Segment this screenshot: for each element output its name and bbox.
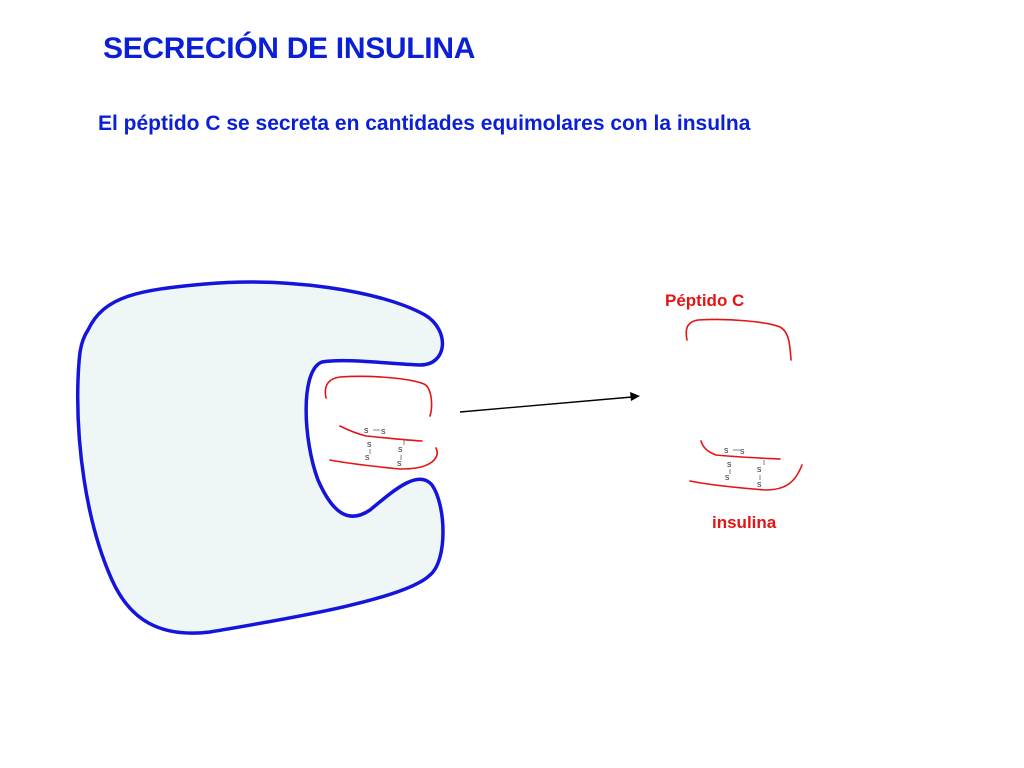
released-sulfur-3: s [727,459,732,469]
released-sulfur-1: s [724,445,729,455]
released-sulfur-6: s [757,479,762,489]
released-sulfur-4: s [725,472,730,482]
page-title: SECRECIÓN DE INSULINA [103,32,476,65]
cell-sulfur-3: s [367,439,372,449]
page-subtitle: El péptido C se secreta en cantidades eq… [98,112,751,135]
released-sulfur-5: s [757,464,762,474]
released-insulin-b-chain [689,464,803,491]
cell-insulin-b-chain [329,447,438,470]
cell-sulfur-6: s [397,458,402,468]
cell-sulfur-1: s [364,425,369,435]
cell-disulfide-bonds: s s s s s s [364,425,405,468]
cell-sulfur-2: s [381,426,386,436]
insulin-label: insulina [712,513,777,532]
released-insulin-a-chain [700,440,781,460]
released-disulfide-bonds: s s s s s s [724,445,765,489]
cell-insulin-a-chain [339,425,423,442]
released-peptide-c-chain [685,318,792,361]
cell-sulfur-4: s [365,452,370,462]
released-sulfur-2: s [740,446,745,456]
peptide-c-label: Péptido C [665,291,745,310]
secretion-arrow-head [630,392,640,401]
cell-sulfur-5: s [398,444,403,454]
cell-peptide-c-chain [324,375,433,417]
secretion-arrow-line [459,396,633,413]
cell-outline [75,280,445,635]
